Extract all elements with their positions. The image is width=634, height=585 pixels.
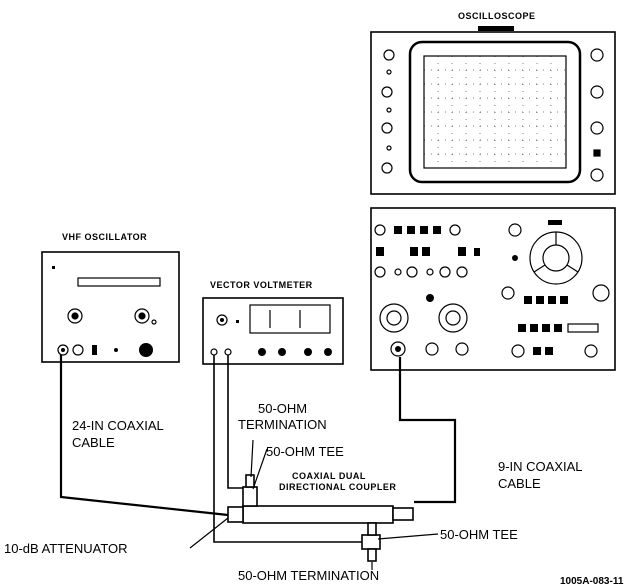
tee-bottom-label: 50-OHM TEE [440, 527, 518, 542]
vector-voltmeter-label: VECTOR VOLTMETER [210, 280, 313, 290]
coupler-label-line1: COAXIAL DUAL [292, 471, 366, 481]
frequency-dial [77, 277, 161, 287]
termination-top-label-line1: 50-OHM [258, 401, 307, 416]
cable-9-label-line1: 9-IN COAXIAL [498, 459, 583, 474]
plugin-controls [374, 220, 610, 358]
vhf-oscillator-knobs [67, 308, 157, 325]
oscilloscope-plugin-unit [370, 207, 616, 371]
cable-9in [398, 357, 457, 504]
termination-bottom [367, 548, 377, 562]
tee-top-label: 50-OHM TEE [266, 444, 344, 459]
vector-voltmeter-meter [249, 304, 331, 334]
directional-coupler [242, 505, 394, 524]
termination-top-label-line2: TERMINATION [238, 417, 327, 432]
oscilloscope-label: OSCILLOSCOPE [458, 11, 536, 21]
callouts: 50-OHM TERMINATION 50-OHM TEE COAXIAL DU… [4, 401, 624, 585]
coupler-assembly [227, 474, 414, 562]
tee-bottom [361, 534, 381, 550]
cable-9-label-line2: CABLE [498, 476, 541, 491]
vhf-oscillator: VHF OSCILLATOR [41, 232, 180, 363]
attenuator-10db [227, 506, 244, 523]
coupler-label-line2: DIRECTIONAL COUPLER [279, 482, 396, 492]
probe-a-lead [213, 355, 362, 543]
termination-bottom-label: 50-OHM TERMINATION [238, 568, 379, 583]
vhf-oscillator-label: VHF OSCILLATOR [62, 232, 147, 242]
oscilloscope: OSCILLOSCOPE [370, 11, 616, 371]
vector-voltmeter-cabinet [202, 297, 344, 365]
leader-lines [189, 439, 439, 570]
tee-top [242, 486, 258, 507]
cables [59, 355, 457, 543]
cable-24-label-line1: 24-IN COAXIAL [72, 418, 164, 433]
coupler-output-port [392, 507, 414, 521]
vhf-oscillator-cabinet [41, 251, 180, 363]
termination-top [245, 474, 255, 488]
crt-left-knobs [381, 49, 395, 174]
figure-id: 1005A-083-11 [560, 576, 624, 585]
probe-b-lead [227, 355, 246, 489]
crt-right-knobs [590, 48, 604, 182]
vhf-oscillator-front-connectors [57, 343, 153, 357]
cable-24-label-line2: CABLE [72, 435, 115, 450]
attenuator-label: 10-dB ATTENUATOR [4, 541, 128, 556]
vector-voltmeter: VECTOR VOLTMETER [202, 280, 344, 365]
cable-24in [59, 355, 229, 517]
oscilloscope-handle [478, 26, 514, 31]
crt-graticule [424, 56, 566, 168]
